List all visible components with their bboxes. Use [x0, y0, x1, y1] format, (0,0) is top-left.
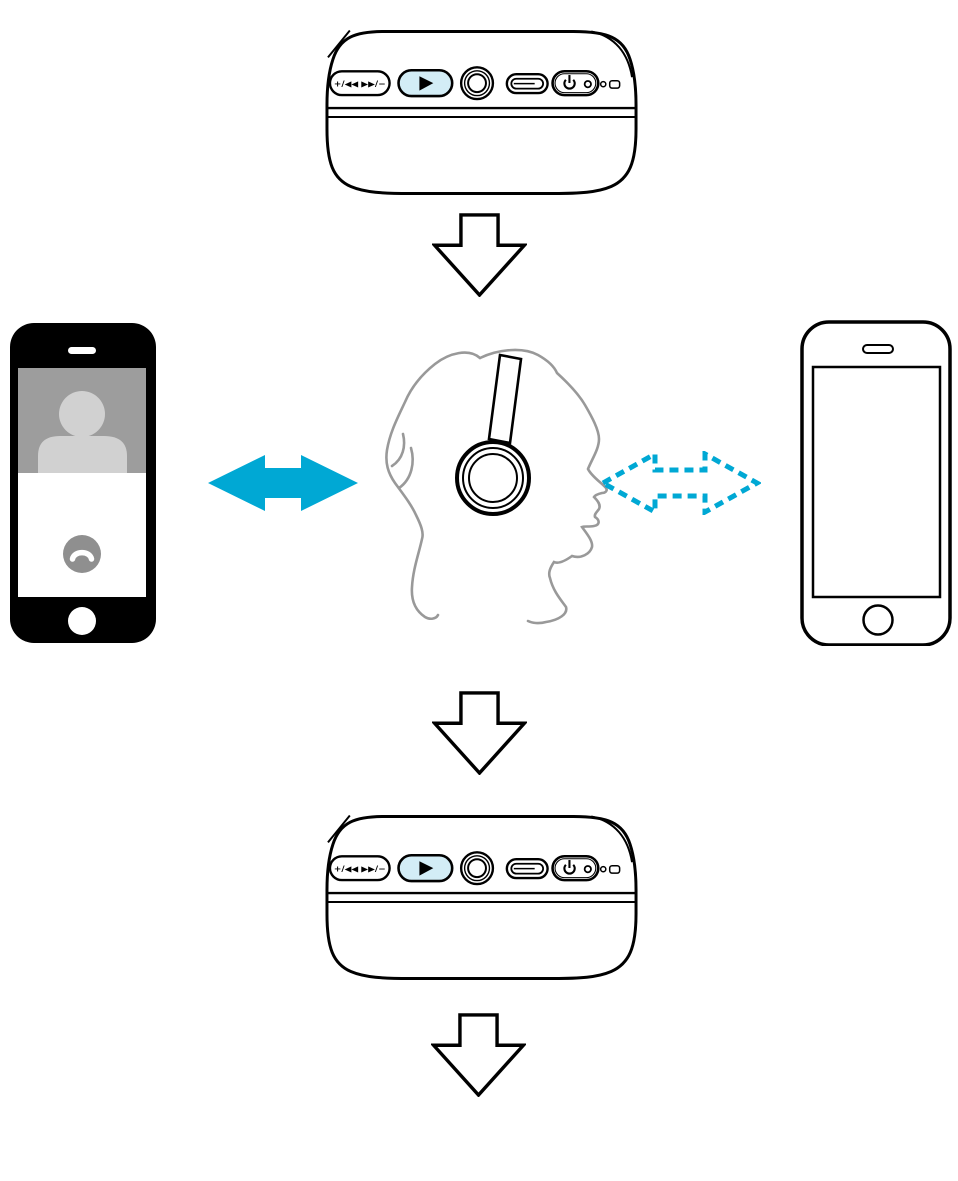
earcup-outline	[325, 29, 638, 195]
earcup-outline	[325, 814, 638, 980]
down-arrow	[432, 691, 527, 775]
power-button	[551, 854, 600, 882]
led-dot	[599, 80, 607, 88]
handset-icon	[69, 549, 95, 562]
play-icon	[419, 861, 434, 876]
play-icon	[419, 76, 434, 91]
housing-edge-right	[591, 815, 634, 863]
solid-double-arrow	[205, 452, 361, 514]
housing-edge-left	[327, 814, 351, 843]
earpiece	[68, 347, 96, 354]
power-icon	[563, 75, 576, 90]
play-button	[397, 68, 454, 98]
indicator-leds	[599, 864, 621, 874]
led-bar	[608, 79, 621, 89]
volume-track-button: +/◀◀ ▶▶/−	[328, 855, 391, 882]
home-button	[862, 604, 894, 636]
led-bar	[608, 864, 621, 874]
usb-c-port	[505, 858, 549, 880]
power-button	[551, 69, 600, 97]
headband	[487, 353, 523, 445]
power-dot	[583, 865, 592, 874]
home-button	[68, 607, 96, 635]
phone-screen	[811, 365, 942, 599]
headphone-jack-port	[459, 851, 495, 886]
smartphone-idle	[798, 316, 954, 646]
usb-c-port	[505, 73, 549, 95]
track-button-label: +/◀◀ ▶▶/−	[334, 80, 386, 89]
led-dot	[599, 865, 607, 873]
smartphone-incoming-call	[8, 320, 158, 646]
indicator-leds	[599, 79, 621, 89]
earcup	[455, 440, 531, 516]
dashed-double-arrow	[599, 451, 761, 515]
housing-edge-left	[327, 29, 351, 58]
earpiece	[862, 344, 894, 354]
head-profile-outline	[385, 348, 608, 625]
headphone-jack-port	[459, 66, 495, 101]
call-handset-button	[63, 535, 101, 573]
housing-edge-right	[591, 30, 634, 78]
headphone-control-panel-top: +/◀◀ ▶▶/−	[323, 27, 641, 197]
play-button	[397, 853, 454, 883]
power-dot	[583, 80, 592, 89]
headphone-control-panel-bottom: +/◀◀ ▶▶/−	[323, 812, 641, 982]
track-button-label: +/◀◀ ▶▶/−	[334, 865, 386, 874]
down-arrow	[432, 213, 527, 297]
phone-body	[800, 320, 952, 646]
down-arrow	[431, 1013, 526, 1097]
volume-track-button: +/◀◀ ▶▶/−	[328, 70, 391, 97]
headphones-icon	[455, 353, 531, 516]
person-wearing-headphones	[375, 340, 615, 630]
caller-avatar-icon	[38, 391, 127, 473]
power-icon	[563, 860, 576, 875]
